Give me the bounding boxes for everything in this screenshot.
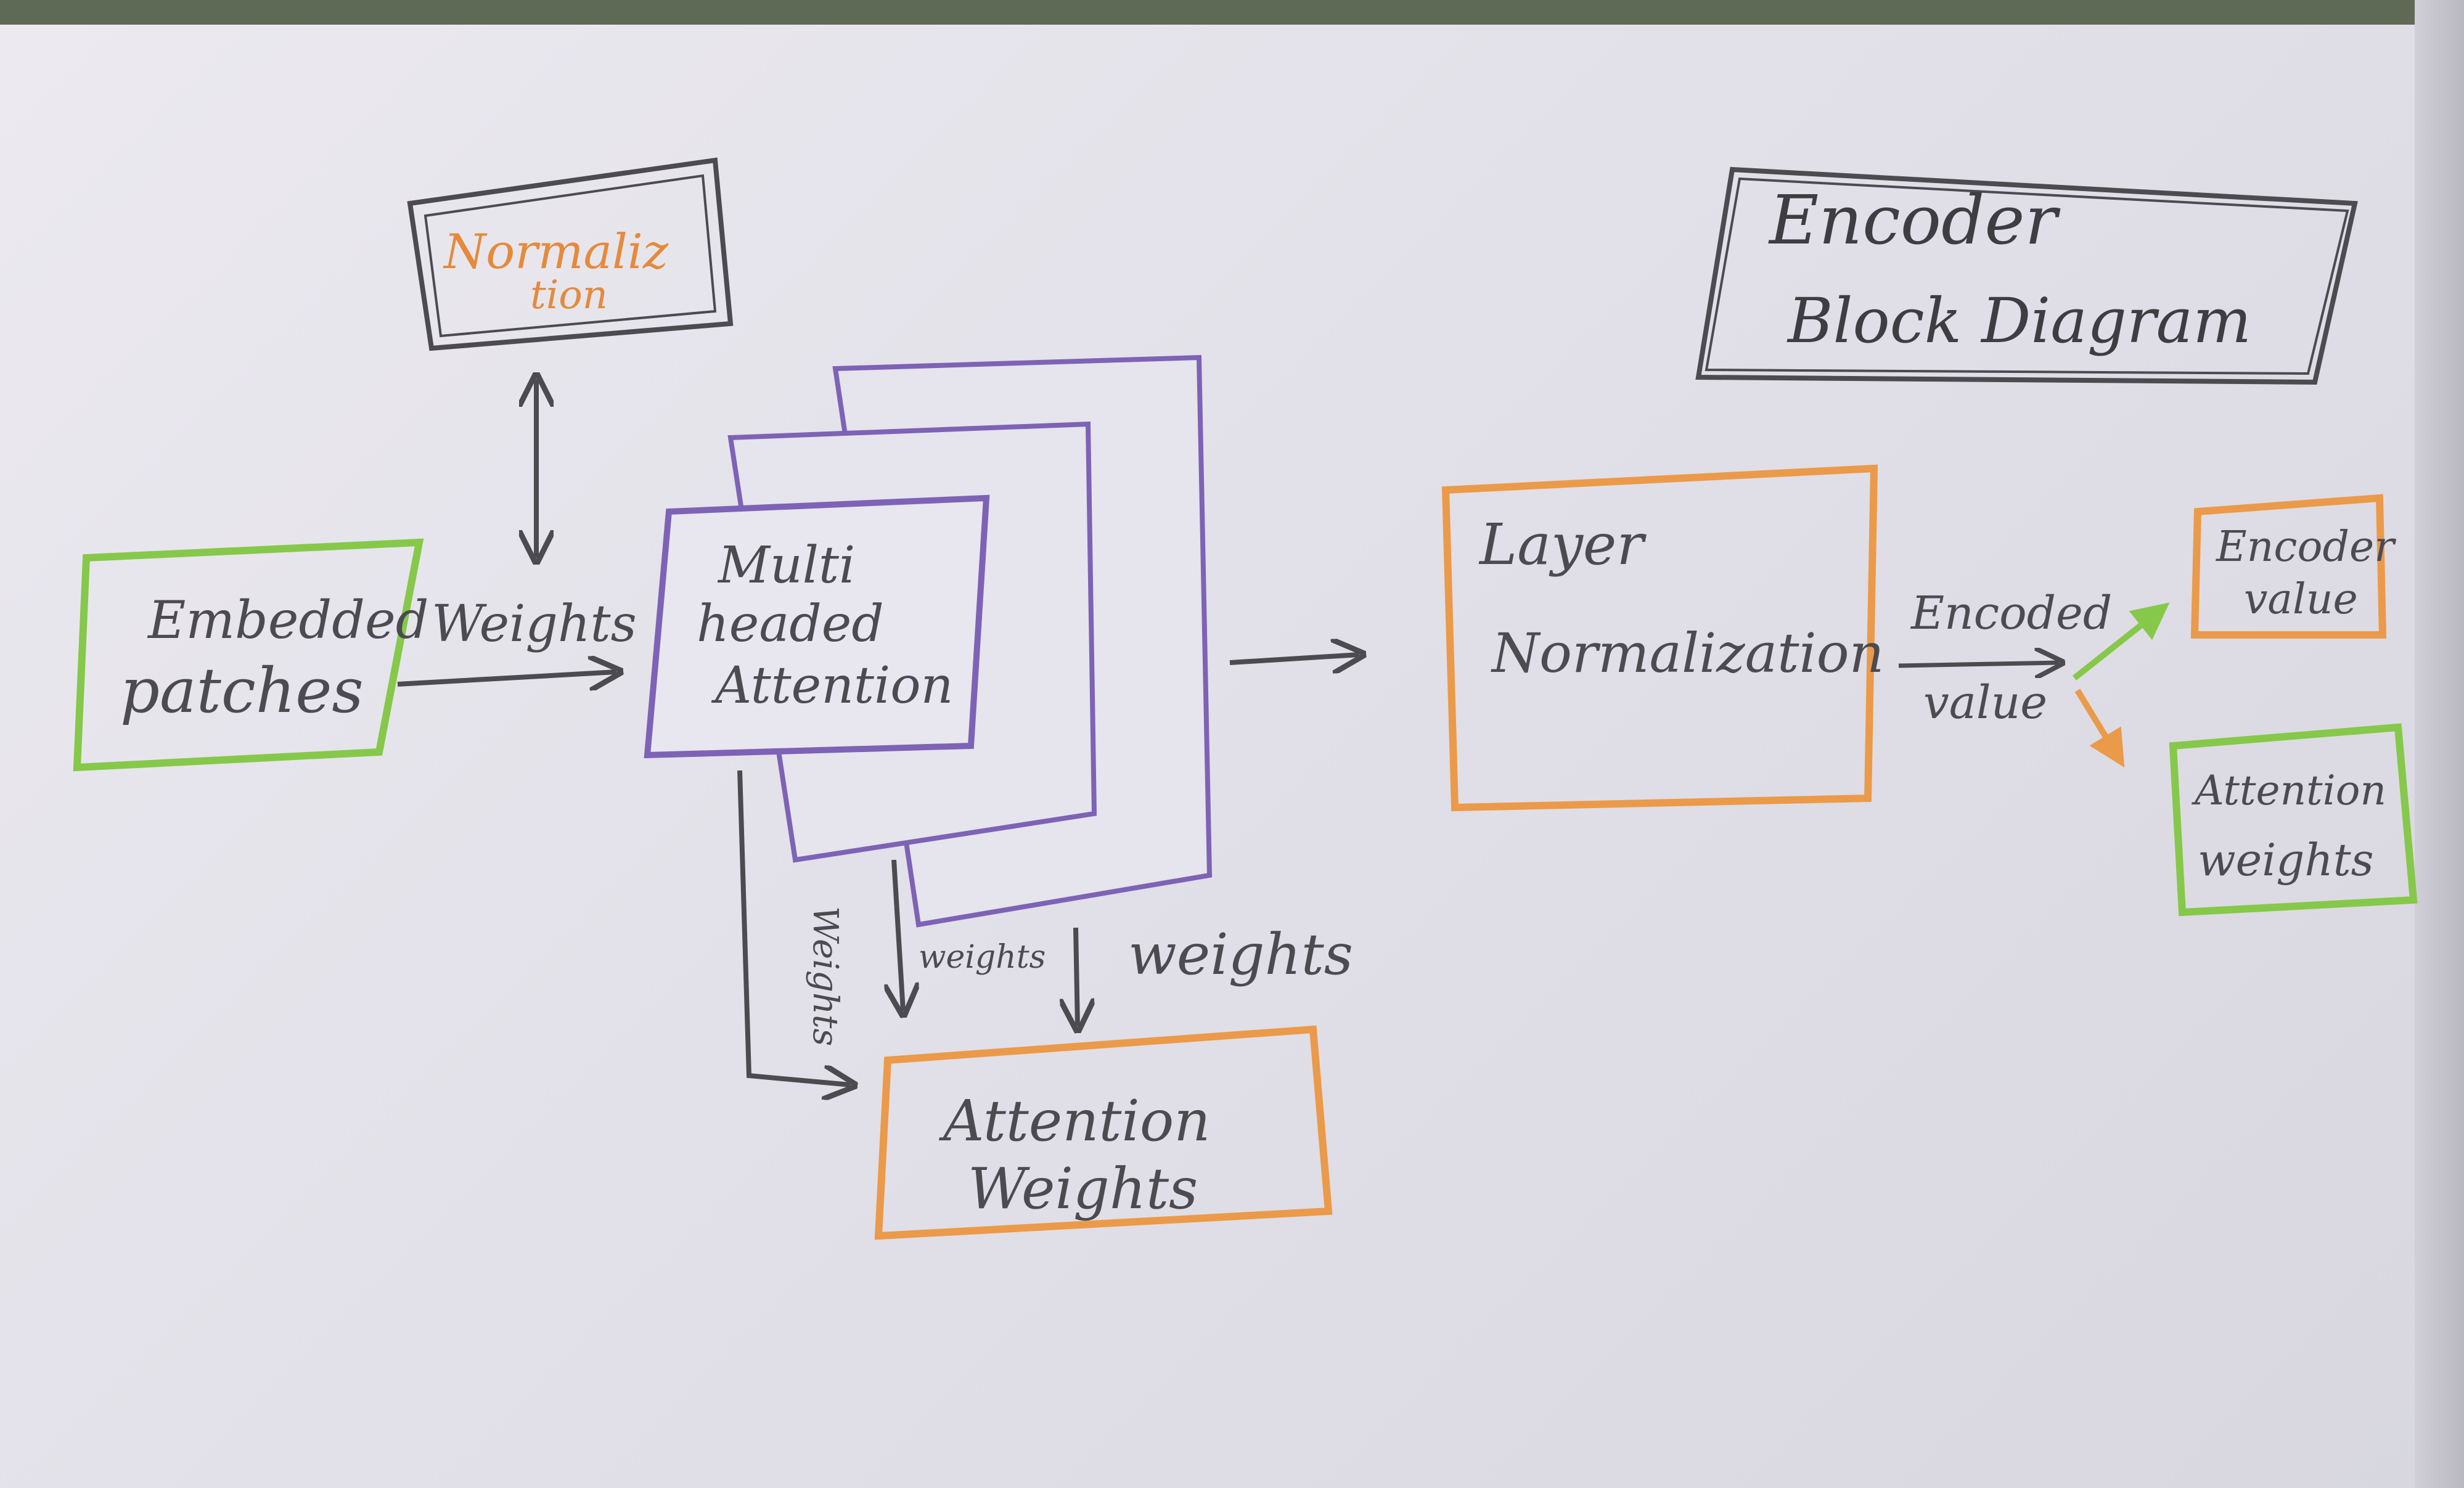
- label-weights-right: weights: [1128, 922, 1353, 987]
- embedded-patches-line1: Embedded: [147, 590, 428, 650]
- label-weights-input: Weights: [432, 595, 637, 653]
- label-weights-left: Weights: [805, 906, 845, 1046]
- layer-norm-line2: Normalization: [1491, 621, 1884, 685]
- arrow-to-encoder-value: [2072, 602, 2170, 681]
- attention-weights-line2: Weights: [968, 1156, 1198, 1222]
- arrow-weights-right: [1076, 927, 1078, 1026]
- label-weights-mid: weights: [919, 939, 1046, 976]
- normalization-line1: Normaliz: [443, 224, 669, 280]
- title-line2: Block Diagram: [1787, 285, 2251, 357]
- arrow-weights-left: [737, 770, 851, 1085]
- attention-weights-line1: Attention: [938, 1088, 1211, 1154]
- title-box: Encoder Block Diagram: [1695, 166, 2358, 385]
- attention-line3: Attention: [711, 656, 953, 715]
- arrow-embedded-to-attention: [397, 672, 616, 684]
- label-encoded-line1: Encoded: [1910, 587, 2112, 640]
- paper-sheet: [0, 25, 2464, 1488]
- attention-weights-out-box: Attention weights: [2169, 723, 2418, 917]
- encoder-value-line2: value: [2244, 575, 2358, 624]
- paper-edge: [2415, 0, 2464, 1488]
- label-encoded-line2: value: [1923, 676, 2047, 729]
- attention-line1: Multi: [717, 536, 855, 595]
- normalization-box: Normaliz tion: [407, 157, 734, 351]
- layer-norm-line1: Layer: [1478, 512, 1647, 578]
- layer-normalization-box: Layer Normalization: [1441, 464, 1884, 812]
- title-line1: Encoder: [1768, 181, 2061, 260]
- arrow-weights-mid: [894, 859, 903, 1011]
- attention-weights-out-line1: Attention: [2191, 767, 2386, 814]
- embedded-patches-box: Embedded patches: [73, 538, 428, 772]
- arrow-attention-to-layernorm: [1229, 655, 1359, 663]
- normalization-line2: tion: [530, 272, 608, 318]
- encoder-value-box: Encoder value: [2190, 494, 2396, 639]
- attention-weights-out-line2: weights: [2198, 834, 2374, 886]
- attention-stack: Multi headed Attention: [644, 354, 1213, 928]
- arrow-encoded-value: [1898, 663, 2059, 666]
- attention-line2: headed: [697, 595, 884, 653]
- embedded-patches-line2: patches: [120, 655, 364, 727]
- attention-weights-box: Attention Weights: [874, 1025, 1333, 1240]
- encoder-value-line1: Encoder: [2215, 523, 2396, 571]
- arrow-to-attention-weights-out: [2074, 689, 2125, 768]
